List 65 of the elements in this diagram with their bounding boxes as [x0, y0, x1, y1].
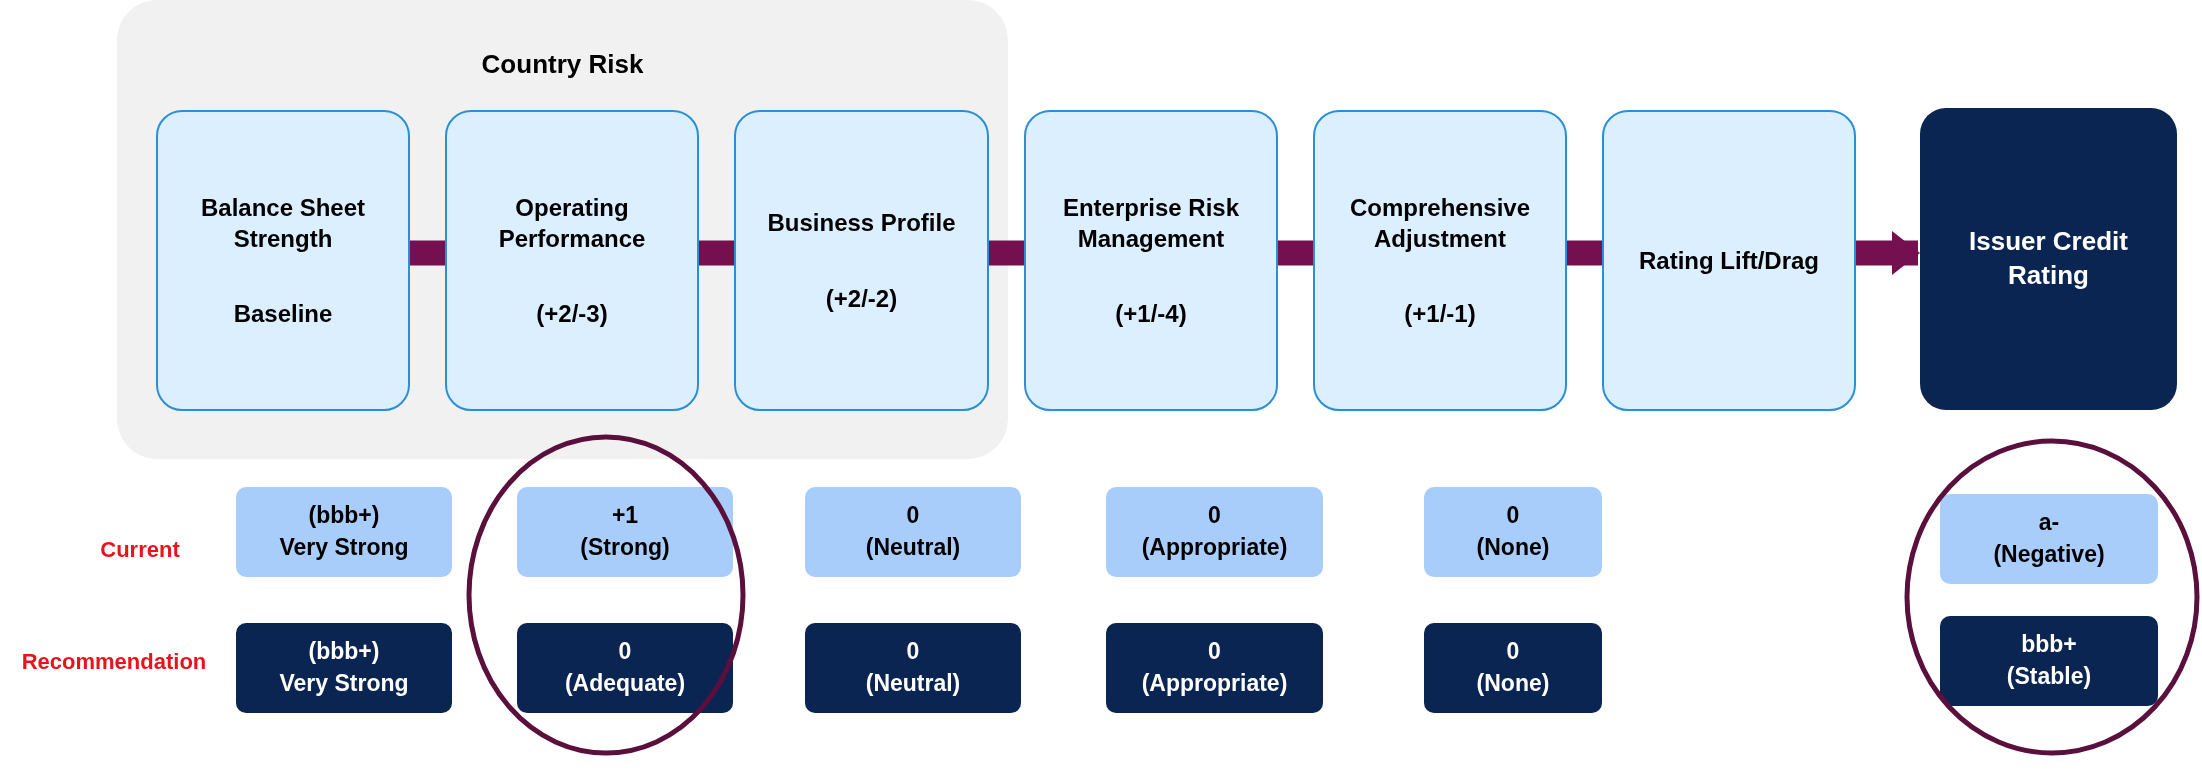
box-text: Operating Performance	[497, 192, 647, 254]
box-text: Enterprise Risk Management	[1061, 192, 1241, 254]
score-text: (Appropriate)	[1141, 533, 1288, 562]
connector-bar	[1278, 240, 1313, 266]
box-text: (+1/-4)	[1115, 299, 1187, 330]
score-text: 0	[906, 637, 920, 667]
score-text: (Neutral)	[865, 669, 961, 698]
score-text: (Neutral)	[865, 533, 961, 562]
score-text: a-	[2038, 508, 2060, 538]
process-box	[445, 110, 699, 411]
score-text: +1	[611, 501, 639, 531]
score-text: 0	[618, 637, 632, 667]
score-tag	[1424, 623, 1602, 713]
box-text: Business Profile	[767, 208, 956, 239]
score-tag	[1106, 487, 1323, 577]
score-tag	[517, 487, 733, 577]
score-text: (Appropriate)	[1141, 669, 1288, 698]
score-tag	[1424, 487, 1602, 577]
connector-bar	[989, 240, 1024, 266]
score-text: (Negative)	[1993, 540, 2105, 569]
score-tag	[236, 623, 452, 713]
score-text: (None)	[1476, 533, 1550, 562]
score-text: (Strong)	[580, 533, 670, 562]
box-text: Rating Lift/Drag	[1639, 245, 1819, 276]
result-box	[1920, 108, 2177, 410]
score-text: 0	[1208, 501, 1221, 531]
score-text: Very Strong	[279, 669, 409, 698]
score-tag	[517, 623, 733, 713]
result-title: Issuer Credit Rating	[1968, 225, 2129, 292]
group-panel	[117, 0, 1008, 459]
row-label: Current	[99, 537, 181, 563]
score-text: bbb+	[2021, 630, 2077, 660]
box-text: (+1/-1)	[1404, 299, 1476, 330]
score-tag	[1106, 623, 1323, 713]
score-text: 0	[1506, 501, 1520, 531]
score-text: (bbb+)	[308, 637, 380, 667]
group-title: Country Risk	[481, 48, 644, 81]
score-text: Very Strong	[279, 533, 409, 562]
box-text: Comprehensive Adjustment	[1348, 192, 1532, 254]
connector-bar	[1567, 240, 1602, 266]
score-tag	[236, 487, 452, 577]
score-tag	[1940, 616, 2158, 706]
score-tag	[805, 623, 1021, 713]
score-text: (Adequate)	[564, 669, 686, 698]
connector-bar	[699, 240, 734, 266]
row-label: Recommendation	[20, 649, 208, 675]
arrow	[1856, 231, 1920, 275]
box-text: Baseline	[233, 299, 333, 330]
process-box	[734, 110, 989, 411]
box-text: (+2/-3)	[536, 299, 608, 330]
process-box	[156, 110, 410, 411]
score-text: (Stable)	[2006, 662, 2092, 691]
score-text: 0	[1208, 637, 1221, 667]
connector-bar	[410, 240, 445, 266]
box-text: (+2/-2)	[825, 283, 898, 314]
score-tag	[805, 487, 1021, 577]
score-text: 0	[906, 501, 920, 531]
process-box	[1024, 110, 1278, 411]
process-box	[1313, 110, 1567, 411]
score-text: (None)	[1476, 669, 1550, 698]
score-tag	[1940, 494, 2158, 584]
score-text: 0	[1506, 637, 1520, 667]
process-box	[1602, 110, 1856, 411]
score-text: (bbb+)	[308, 501, 380, 531]
box-text: Balance Sheet Strength	[199, 192, 367, 254]
